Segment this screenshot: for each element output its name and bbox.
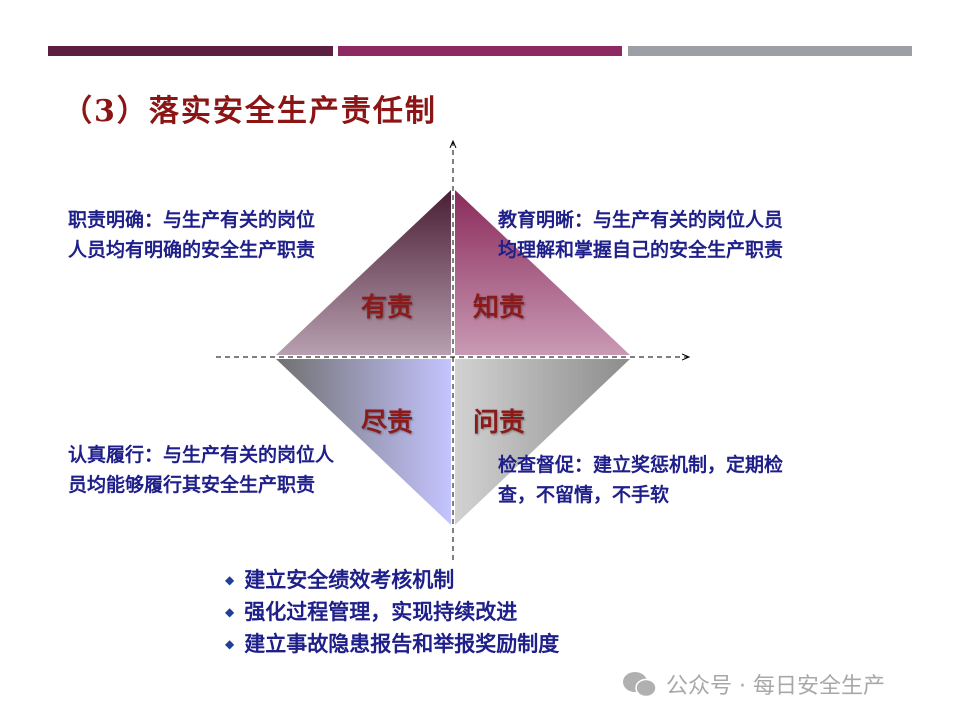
label-jin-ze: 尽责 — [361, 408, 414, 438]
bullet-text: 建立安全绩效考核机制 — [244, 568, 455, 592]
bullet-text: 建立事故隐患报告和举报奖励制度 — [244, 632, 560, 656]
desc-tl: 职责明确：与生产有关的岗位人员均有明确的安全生产职责 — [68, 205, 315, 265]
desc-line: 均理解和掌握自己的安全生产职责 — [498, 239, 784, 261]
desc-line: 查，不留情，不手软 — [498, 484, 670, 506]
desc-line: 职责明确：与生产有关的岗位 — [68, 209, 316, 231]
bullet-item: ◆ 建立事故隐患报告和举报奖励制度 — [225, 628, 559, 658]
desc-line: 检查督促：建立奖惩机制，定期检 — [498, 454, 784, 476]
diamond-bullet-icon: ◆ — [225, 637, 235, 651]
watermark: 公众号 · 每日安全生产 — [622, 668, 885, 700]
bullet-item: ◆ 强化过程管理，实现持续改进 — [225, 596, 517, 626]
header-bar-1 — [48, 46, 333, 56]
label-zhi-ze: 知责 — [473, 293, 526, 323]
desc-line: 人员均有明确的安全生产职责 — [68, 239, 316, 261]
wechat-icon — [623, 672, 657, 698]
diamond-bullet-icon: ◆ — [225, 605, 235, 619]
diamond-bullet-icon: ◆ — [225, 573, 235, 587]
label-you-ze: 有责 — [361, 293, 414, 323]
desc-line: 员均能够履行其安全生产职责 — [68, 474, 316, 496]
quadrant-tr-shape — [455, 190, 630, 355]
bullet-item: ◆ 建立安全绩效考核机制 — [225, 564, 454, 594]
desc-br: 检查督促：建立奖惩机制，定期检查，不留情，不手软 — [498, 450, 783, 510]
desc-line: 认真履行：与生产有关的岗位人 — [68, 444, 335, 466]
header-bar-3 — [628, 46, 912, 56]
quadrant-bl-shape — [276, 359, 451, 525]
label-wen-ze: 问责 — [473, 408, 526, 438]
quadrant-tl-shape — [276, 190, 451, 355]
header-bar-2 — [338, 46, 622, 56]
desc-tr: 教育明晰：与生产有关的岗位人员均理解和掌握自己的安全生产职责 — [498, 205, 783, 265]
quadrant-br-shape — [455, 359, 630, 525]
bullet-text: 强化过程管理，实现持续改进 — [244, 600, 518, 624]
desc-bl: 认真履行：与生产有关的岗位人员均能够履行其安全生产职责 — [68, 440, 334, 500]
desc-line: 教育明晰：与生产有关的岗位人员 — [498, 209, 784, 231]
watermark-text: 公众号 · 每日安全生产 — [666, 674, 885, 699]
slide-title: （3）落实安全生产责任制 — [62, 94, 437, 129]
